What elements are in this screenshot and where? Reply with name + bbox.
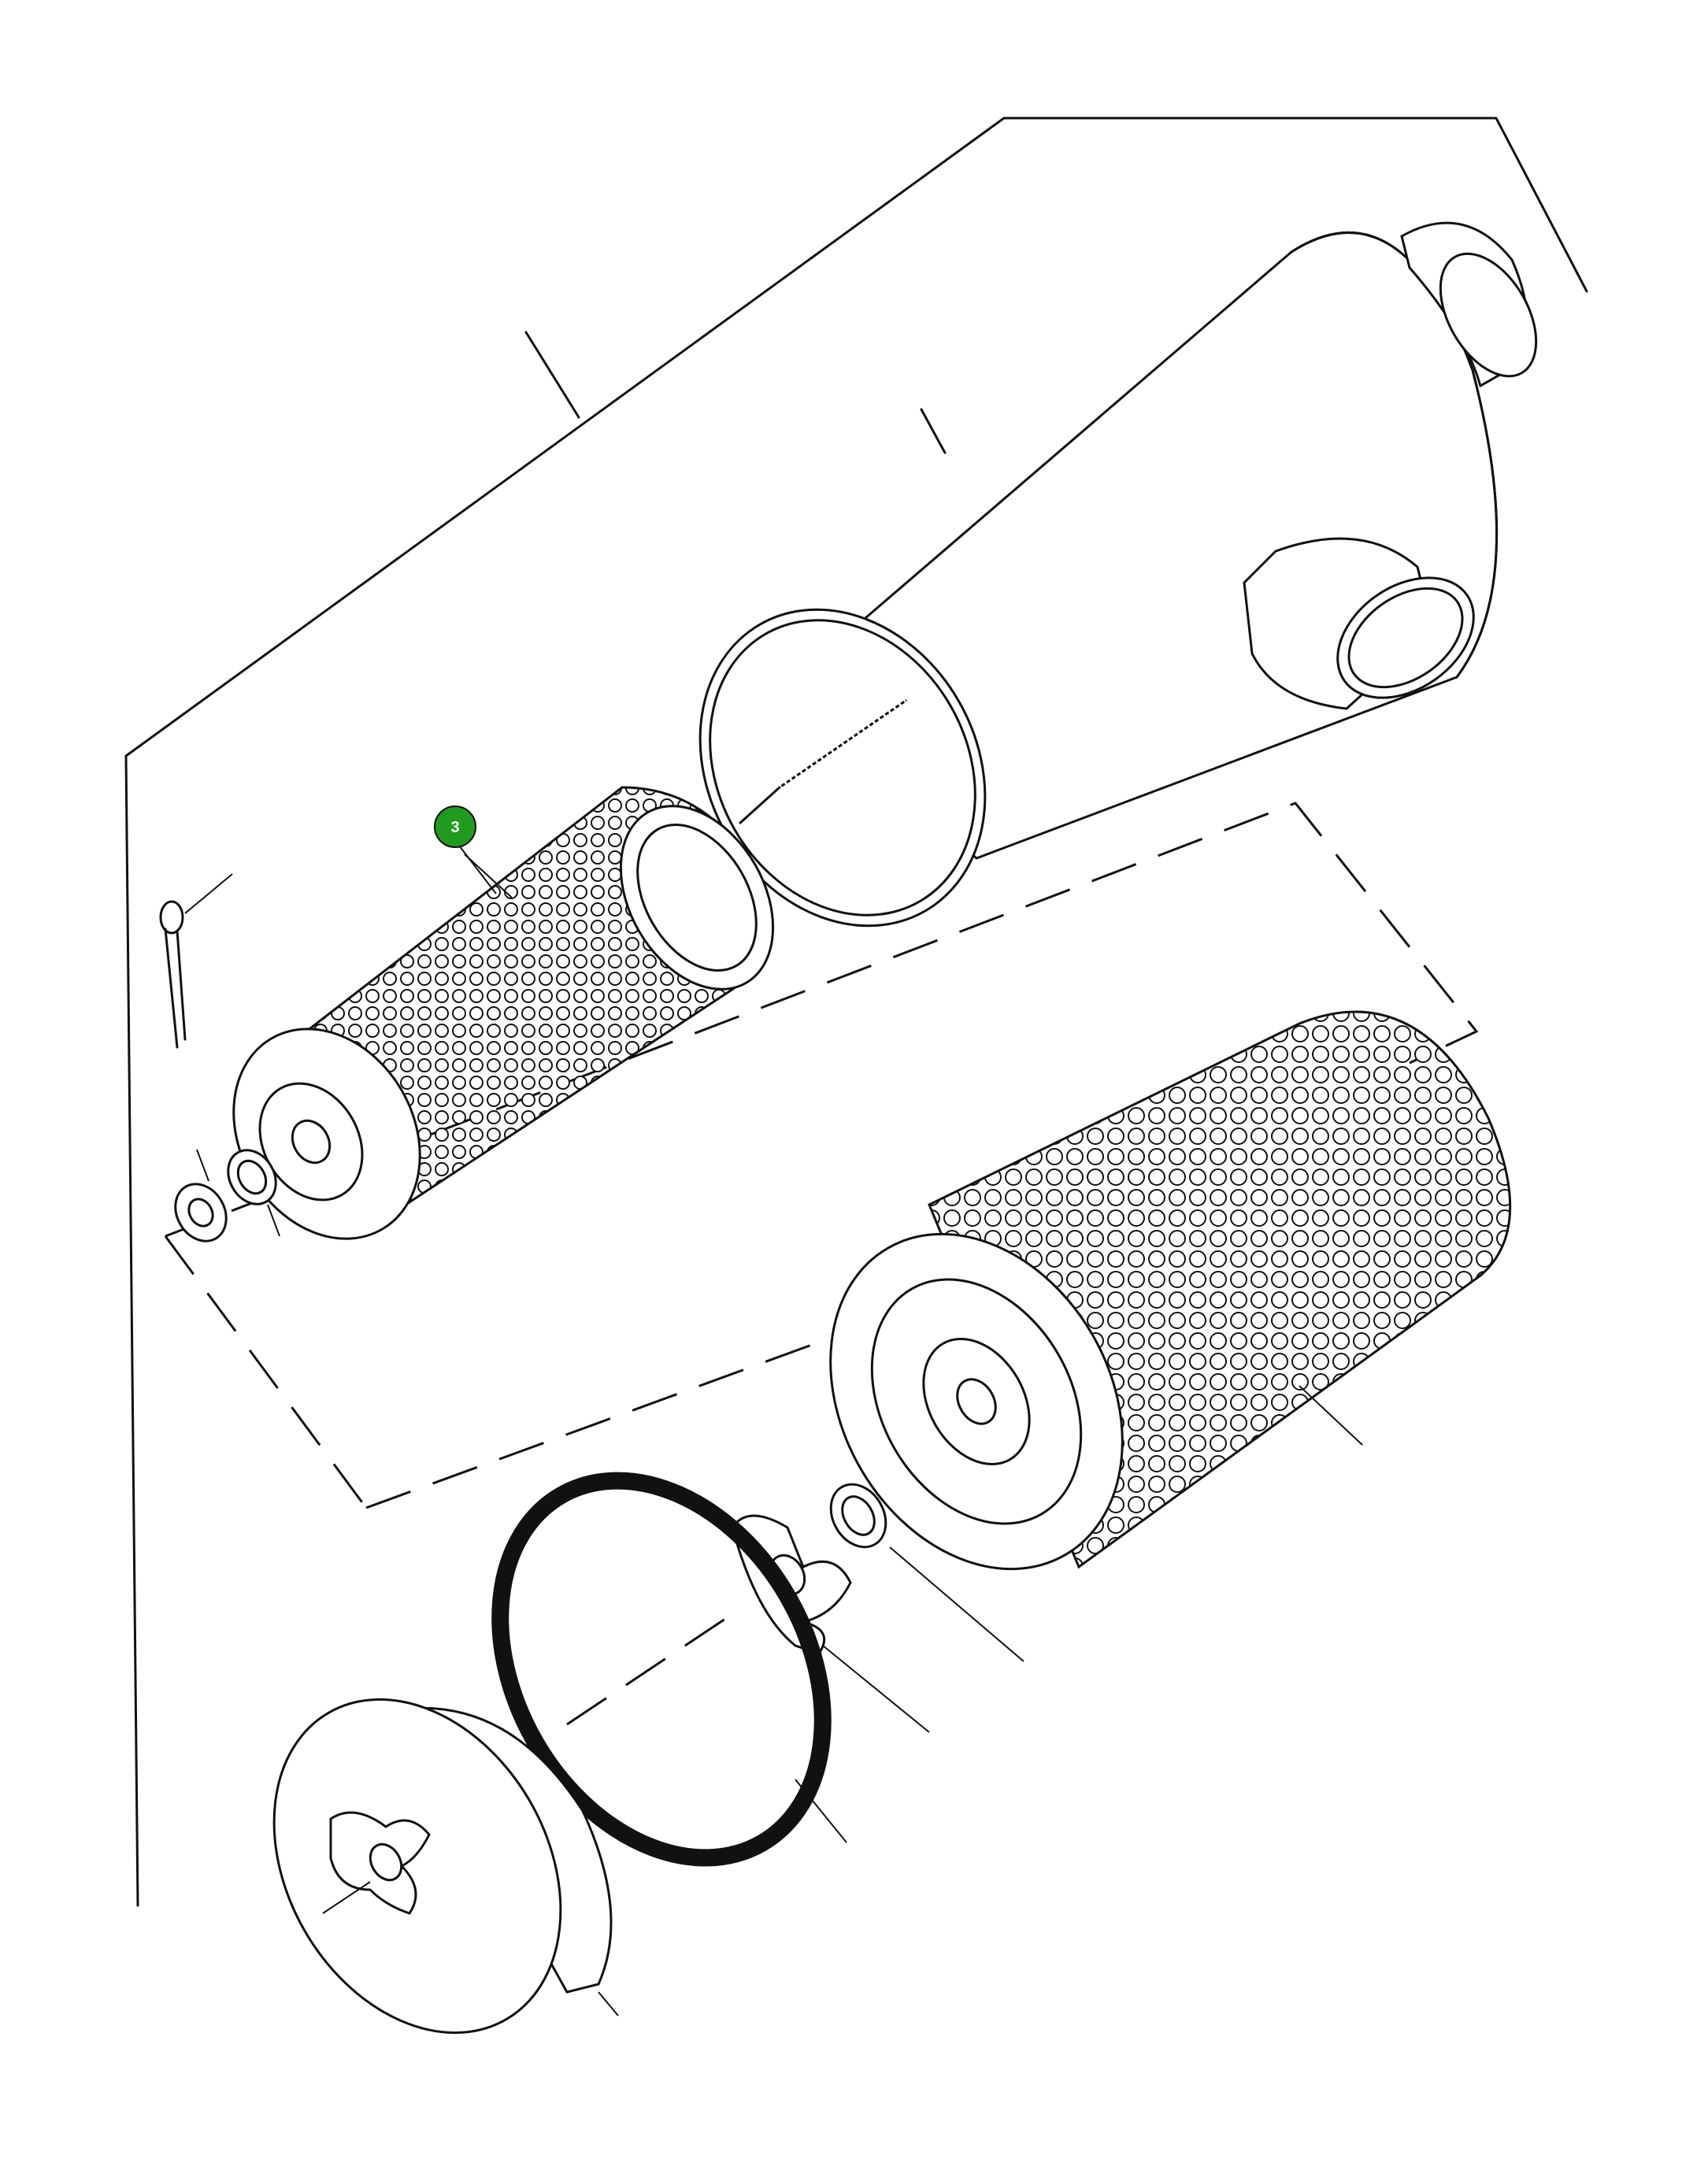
sub-assembly-dashed-bracket [164, 802, 1479, 1509]
callout-3[interactable]: 3 [434, 805, 497, 894]
air-cleaner-housing [698, 221, 1538, 928]
assembly-bracket [124, 117, 1588, 1907]
callout-label-3: 3 [450, 819, 459, 836]
inner-filter-element [232, 786, 775, 1240]
end-cover [272, 1698, 619, 2035]
sealing-washer [829, 1483, 1024, 1662]
sealing-ring [491, 1472, 847, 1867]
nut-and-washer [174, 1149, 280, 1242]
outer-filter-element [829, 1010, 1512, 1571]
split-pin [159, 873, 233, 1049]
